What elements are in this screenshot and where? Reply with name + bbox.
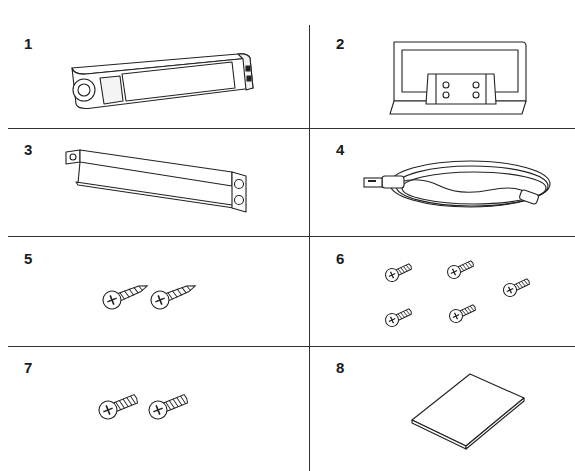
machine-screws (96, 390, 190, 422)
long-bracket (66, 150, 246, 212)
callout-number: 7 (24, 360, 32, 375)
grid-lines (8, 25, 575, 471)
manual-booklet (412, 374, 524, 449)
callout-number: 2 (336, 36, 344, 51)
camera-bar (72, 54, 253, 109)
callout-number: 8 (336, 360, 344, 375)
callout-number: 4 (336, 142, 344, 157)
mount-bracket (390, 42, 526, 114)
callout-number: 5 (24, 251, 32, 266)
wood-screws (100, 277, 198, 311)
callout-number: 3 (24, 142, 32, 157)
callout-number: 6 (336, 251, 344, 266)
small-screws (383, 257, 531, 328)
usb-cable (364, 161, 550, 207)
callout-number: 1 (24, 36, 32, 51)
